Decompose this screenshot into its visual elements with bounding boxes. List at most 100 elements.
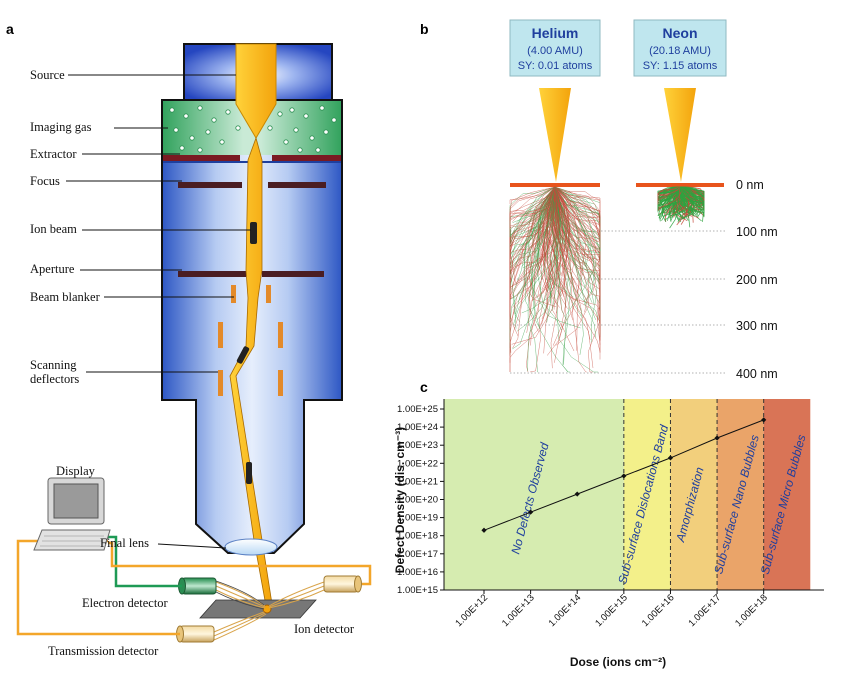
label-ion-beam: Ion beam [30, 222, 77, 236]
neon-name: Neon [663, 25, 698, 41]
y-tick-label: 1.00E+19 [397, 513, 438, 524]
label-aperture: Aperture [30, 262, 75, 276]
ion-beam-path [229, 136, 273, 607]
depth-label-400: 400 nm [736, 367, 778, 381]
label-display: Display [56, 464, 96, 478]
depth-label-0: 0 nm [736, 178, 764, 192]
y-tick-label: 1.00E+25 [397, 404, 438, 415]
electron-detector [178, 577, 217, 595]
x-axis-title: Dose (ions cm⁻²) [570, 655, 666, 669]
neon-damage-cascade [657, 186, 705, 229]
neon-sy: SY: 1.15 atoms [643, 60, 718, 72]
x-tick-label: 1.00E+13 [500, 592, 537, 629]
electron-detector-cable [108, 535, 182, 588]
y-tick-label: 1.00E+20 [397, 495, 438, 506]
neon-beam [664, 88, 696, 182]
y-tick-label: 1.00E+15 [397, 585, 438, 596]
signal-lines [213, 581, 325, 641]
panel-a: a [6, 21, 372, 658]
x-tick-label: 1.00E+12 [453, 592, 490, 629]
panel-a-letter: a [6, 21, 14, 37]
deflector-1 [218, 322, 223, 348]
source-tip [235, 43, 277, 139]
gas-particles [169, 105, 337, 153]
y-tick-label: 1.00E+18 [397, 531, 438, 542]
data-point [621, 473, 627, 479]
label-focus: Focus [30, 174, 60, 188]
ion-beam-marker [250, 222, 257, 244]
label-deflectors: deflectors [30, 372, 79, 386]
panel-c-letter: c [420, 379, 428, 395]
helium-damage-cascade [509, 186, 601, 373]
label-extractor: Extractor [30, 147, 77, 161]
depth-label-200: 200 nm [736, 273, 778, 287]
helium-name: Helium [532, 25, 579, 41]
beam-blanker-right [266, 285, 271, 303]
x-tick-label: 1.00E+17 [686, 592, 723, 629]
y-tick-label: 1.00E+16 [397, 567, 438, 578]
depth-label-100: 100 nm [736, 225, 778, 239]
label-ion-detector: Ion detector [294, 622, 355, 636]
ion-detector-cable [108, 541, 372, 586]
extractor-plate-right [272, 155, 341, 161]
helium-sy: SY: 0.01 atoms [518, 60, 593, 72]
label-transmission-detector: Transmission detector [48, 644, 159, 658]
y-tick-label: 1.00E+23 [397, 440, 438, 451]
deflector-2 [278, 322, 283, 348]
neon-mass: (20.18 AMU) [649, 45, 711, 57]
label-scanning: Scanning [30, 358, 77, 372]
data-point [528, 509, 534, 515]
focus-plate-left [178, 182, 242, 188]
y-tick-label: 1.00E+21 [397, 476, 438, 487]
region-band [763, 399, 811, 590]
depth-label-300: 300 nm [736, 319, 778, 333]
region-band [717, 399, 764, 590]
label-imaging-gas: Imaging gas [30, 120, 92, 134]
helium-surface [510, 183, 600, 187]
y-tick-label: 1.00E+22 [397, 458, 438, 469]
x-tick-label: 1.00E+14 [547, 592, 584, 629]
deflector-4 [278, 370, 283, 396]
extractor-plate-left [163, 155, 240, 161]
leader-lines [66, 74, 251, 549]
deflector-3 [218, 370, 223, 396]
helium-beam [539, 88, 571, 182]
x-tick-label: 1.00E+18 [733, 592, 770, 629]
sample-stage [199, 599, 317, 619]
neon-label-box [633, 19, 727, 77]
aperture-plate-left [178, 271, 246, 277]
label-electron-detector: Electron detector [82, 596, 169, 610]
transmission-detector [176, 625, 215, 643]
label-final-lens: Final lens [100, 536, 149, 550]
data-point [714, 435, 720, 441]
data-point [481, 527, 487, 533]
x-tick-label: 1.00E+15 [593, 592, 630, 629]
y-tick-label: 1.00E+17 [397, 549, 438, 560]
x-tick-label: 1.00E+16 [640, 592, 677, 629]
data-point [667, 455, 674, 461]
label-source: Source [30, 68, 65, 82]
panel-b-letter: b [420, 21, 429, 37]
neon-surface [636, 183, 724, 187]
final-lens [224, 538, 278, 556]
label-beam-blanker: Beam blanker [30, 290, 101, 304]
data-point [574, 491, 580, 497]
region-band [623, 399, 671, 590]
helium-mass: (4.00 AMU) [527, 45, 583, 57]
helium-label-box [509, 19, 601, 77]
data-point [761, 417, 767, 423]
y-tick-label: 1.00E+24 [397, 422, 438, 433]
aperture-plate-right [262, 271, 324, 277]
panel-b: b Helium (4.00 AMU) SY: 0.01 atoms Neon … [420, 19, 778, 381]
y-axis-title: Defect Density (dis. cm⁻³) [393, 427, 407, 573]
beam-blanker-left [231, 285, 236, 303]
region-band [670, 399, 718, 590]
display-monitor [33, 477, 111, 551]
focus-plate-right [268, 182, 326, 188]
ion-detector [323, 575, 362, 593]
region-band [444, 399, 624, 590]
transmission-detector-cable [16, 539, 180, 636]
